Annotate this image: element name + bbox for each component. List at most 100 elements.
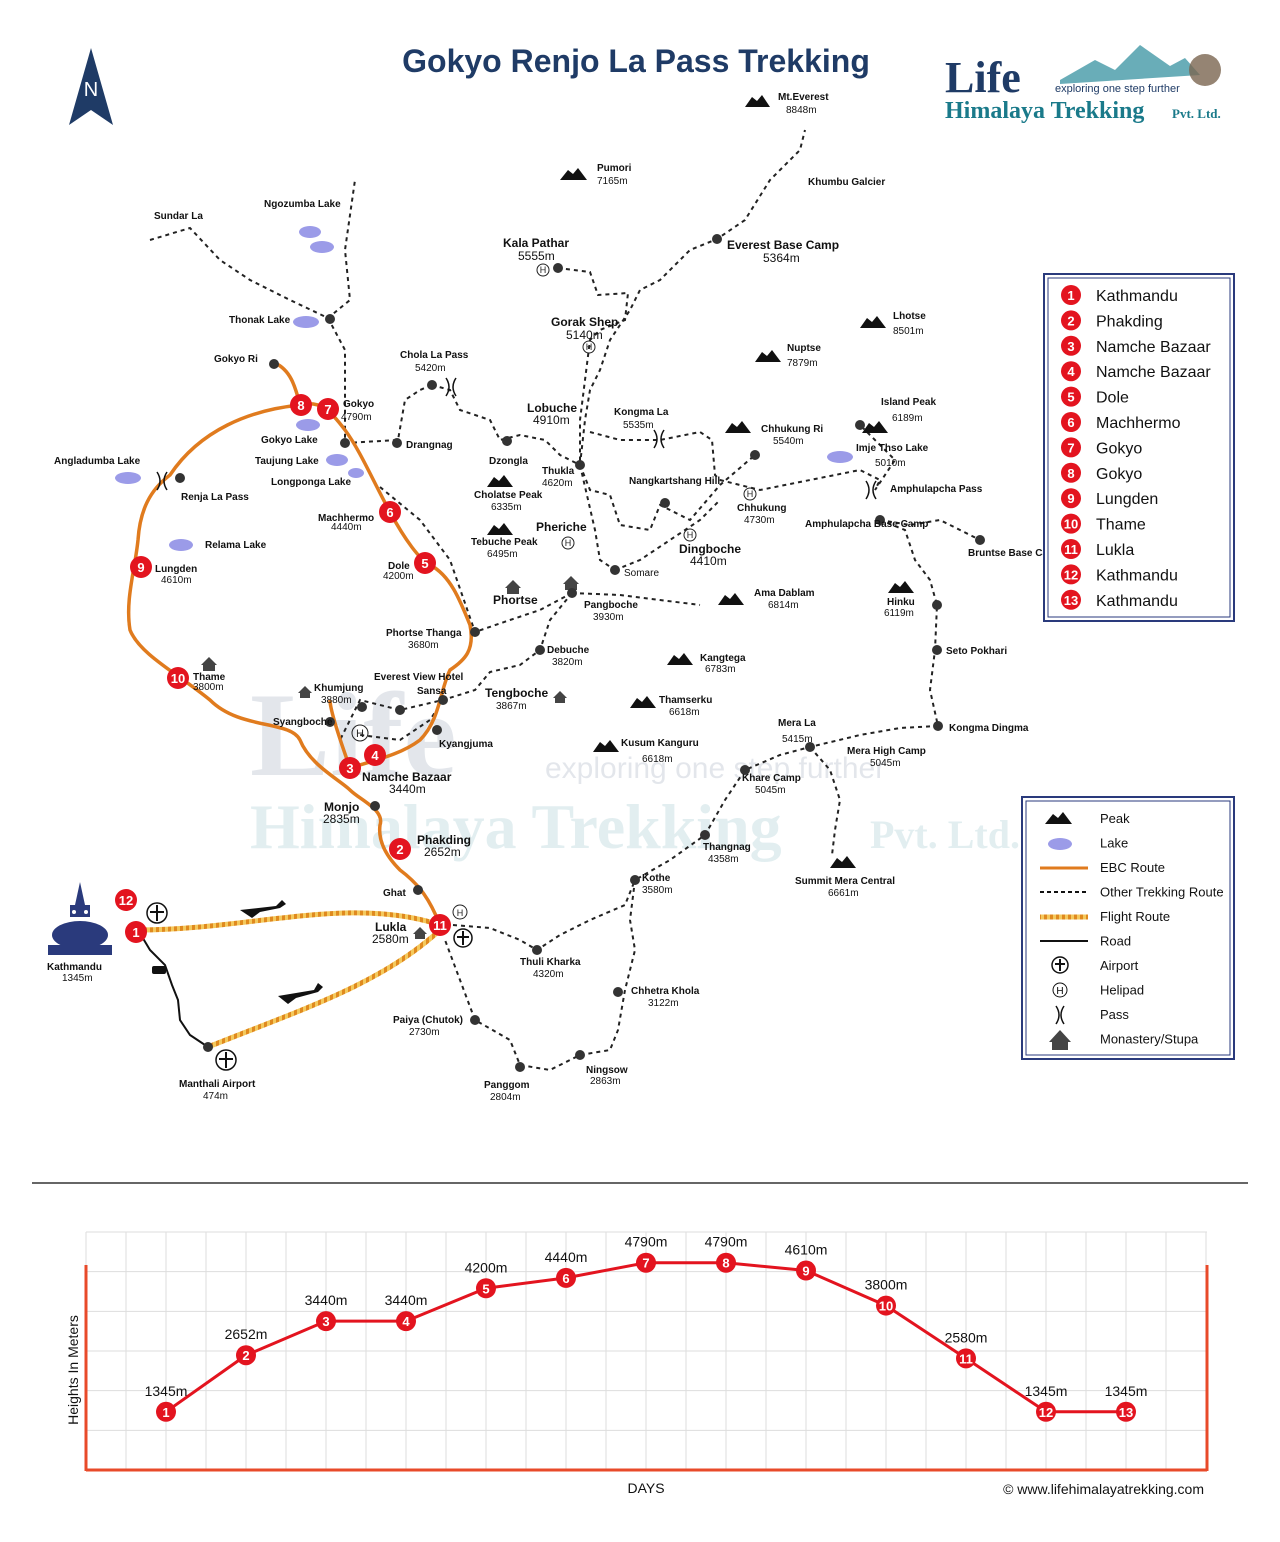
data-label: 1345m (1105, 1383, 1148, 1399)
tick-label: 6 (562, 1271, 569, 1286)
plane-icon (278, 983, 323, 1004)
waypoint-marker (660, 498, 670, 508)
data-point-marker (236, 1345, 256, 1366)
waypoint-marker (630, 875, 640, 885)
place-elev: 474m (203, 1091, 228, 1102)
place-elev: 3580m (642, 885, 673, 896)
place-name: Pheriche (536, 520, 587, 534)
place-name: Kothe (642, 873, 671, 884)
peak-icon (755, 350, 781, 362)
place-name: Thame (193, 672, 226, 683)
logo-suffix: Pvt. Ltd. (1172, 106, 1221, 121)
stop-name: Thame (1096, 517, 1146, 534)
svg-text:1: 1 (132, 925, 139, 940)
place-name: Somare (624, 568, 659, 579)
svg-text:4: 4 (371, 748, 379, 763)
stop-number: 12 (1064, 567, 1078, 582)
place-name: Lungden (155, 564, 197, 575)
lake-icon (299, 226, 321, 238)
place-name: Dingboche (679, 542, 741, 556)
tick-label: 9 (802, 1264, 809, 1279)
tick-label: 8 (722, 1256, 729, 1271)
place-elev: 6335m (491, 502, 522, 513)
helipad-icon: H (351, 724, 369, 742)
place-elev: 4610m (161, 575, 192, 586)
place-name: Panggom (484, 1080, 530, 1091)
data-label: 3440m (385, 1292, 428, 1308)
stop-marker-4: 4 (364, 744, 386, 766)
chart-xlabel: DAYS (627, 1480, 664, 1496)
place-name: Imje Thso Lake (856, 443, 929, 454)
stop-number: 8 (1067, 466, 1074, 481)
tick-label: 13 (1119, 1405, 1133, 1420)
data-point-marker (1036, 1401, 1056, 1422)
place-elev: 5364m (763, 251, 800, 265)
peak-icon (862, 421, 888, 433)
waypoint-marker (575, 460, 585, 470)
place-name: Chhukung (737, 503, 786, 514)
svg-text:8: 8 (297, 398, 304, 413)
waypoint-marker (413, 885, 423, 895)
stop-name: Kathmandu (1096, 288, 1178, 305)
stop-number: 3 (1067, 339, 1074, 354)
place-name: Longponga Lake (271, 477, 351, 488)
waypoint-marker (432, 725, 442, 735)
place-name: Hinku (887, 597, 915, 608)
place-name: Ghat (383, 888, 406, 899)
place-elev: 5045m (870, 758, 901, 769)
place-name: Sansa (417, 686, 447, 697)
data-label: 4200m (465, 1259, 508, 1275)
stop-markers: 1 2 3 4 5 6 7 8 9 10 11 12 (115, 394, 451, 943)
stop-marker-5: 5 (414, 552, 436, 574)
pass-icon (653, 429, 665, 449)
waypoint-marker (392, 438, 402, 448)
stop-number: 4 (1067, 364, 1075, 379)
monastery-icon (201, 657, 217, 671)
place-name: Phortse Thanga (386, 628, 462, 639)
lake-icon (348, 468, 364, 478)
place-elev: 7165m (597, 176, 628, 187)
place-name: Ngozumba Lake (264, 199, 341, 210)
waypoint-marker (805, 742, 815, 752)
place-elev: 2804m (490, 1092, 521, 1103)
legend-label: Airport (1100, 958, 1139, 973)
stop-number: 10 (1064, 517, 1078, 532)
place-name: Thuli Kharka (520, 957, 581, 968)
place-name: Pangboche (584, 600, 638, 611)
company-logo: Life exploring one step further Himalaya… (945, 45, 1221, 124)
svg-text:2: 2 (396, 842, 403, 857)
svg-text:Himalaya Trekking: Himalaya Trekking (250, 791, 782, 862)
stop-name: Gokyo (1096, 440, 1142, 457)
svg-text:12: 12 (119, 893, 133, 908)
copyright-footer: © www.lifehimalayatrekking.com (1003, 1481, 1204, 1497)
place-name: Khumbu Galcier (808, 177, 885, 188)
helipad-icon: H (452, 904, 468, 920)
legend-label: Flight Route (1100, 909, 1170, 924)
place-elev: 5010m (875, 458, 906, 469)
stop-number-badge (1061, 386, 1081, 407)
legend-stop-item: 10 Thame (1061, 513, 1146, 534)
place-elev: 2730m (409, 1027, 440, 1038)
legend-label: Peak (1100, 811, 1130, 826)
place-elev: 3820m (552, 657, 583, 668)
stop-number-badge (1061, 310, 1081, 331)
place-name: Bruntse Base Camp (968, 548, 1063, 559)
place-elev: 4320m (533, 969, 564, 980)
place-name: Ama Dablam (754, 588, 815, 599)
data-point-marker (156, 1401, 176, 1422)
stop-number-badge (1061, 361, 1081, 382)
place-name: Gokyo Lake (261, 435, 318, 446)
place-name: Ningsow (586, 1065, 628, 1076)
place-elev: 1345m (62, 973, 93, 984)
peak-icon (745, 95, 770, 107)
north-arrow-icon: N (69, 48, 113, 125)
data-label: 2652m (225, 1326, 268, 1342)
place-name: Everest View Hotel (374, 672, 464, 683)
svg-text:6: 6 (386, 505, 393, 520)
waypoint-marker (269, 359, 279, 369)
